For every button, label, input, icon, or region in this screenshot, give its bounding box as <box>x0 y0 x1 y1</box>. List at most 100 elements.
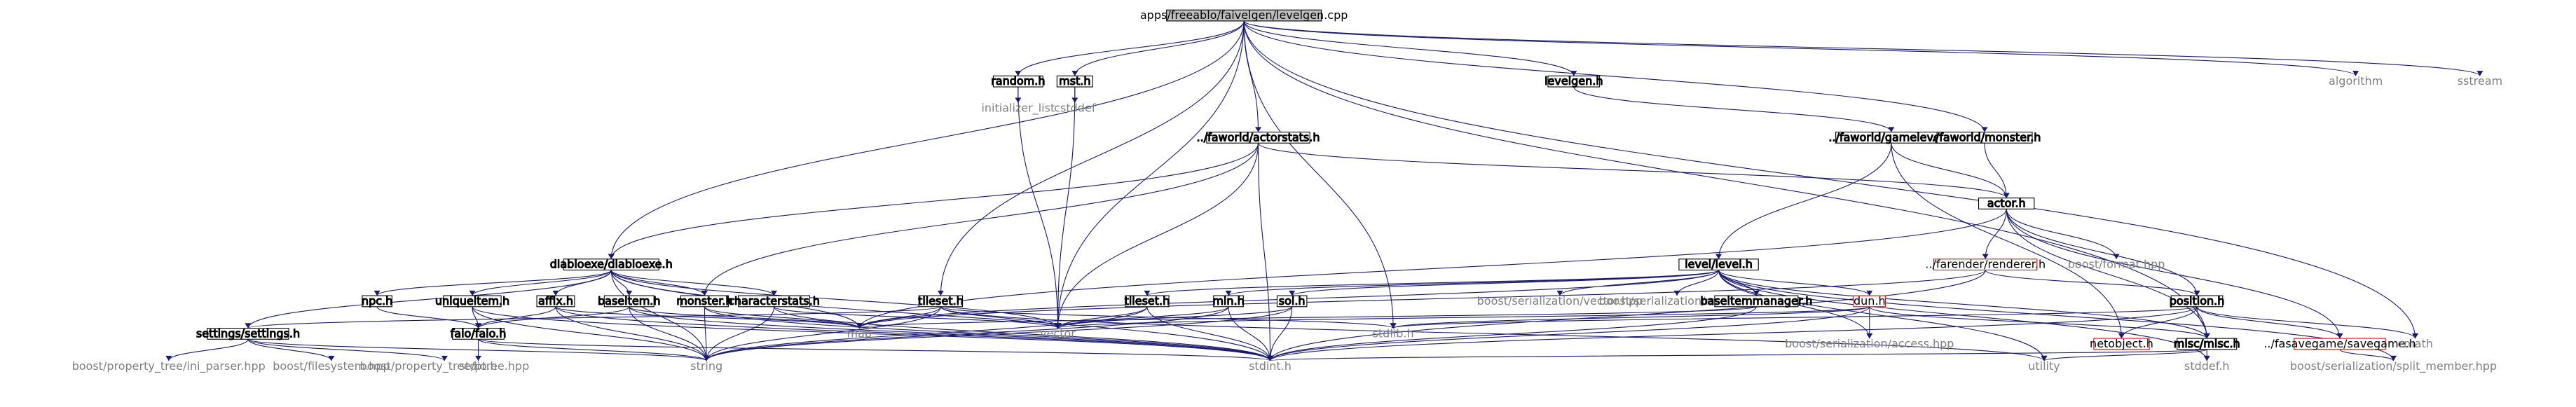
node-box <box>563 258 659 271</box>
node-box <box>1678 258 1759 271</box>
node-baseitem-h[interactable]: baseitem.h <box>597 294 661 308</box>
node-map: map <box>847 326 872 340</box>
node-faworld-monster-h[interactable]: ../faworld/monster.h <box>1928 130 2041 144</box>
node-stdlib-h: stdlib.h <box>1373 326 1414 340</box>
arrowhead-root-to-tileset-h1 <box>937 290 944 296</box>
node-farender-renderer-h[interactable]: ../farender/renderer.h <box>1925 258 2046 271</box>
edge-tileset-h1-to-utility <box>940 306 2045 361</box>
node-characterstats-h[interactable]: characterstats.h <box>728 294 821 308</box>
edge-baseitemmgr-h-to-map <box>858 306 1757 329</box>
node-sol-h[interactable]: sol.h <box>1276 294 1308 308</box>
arrowhead-level-h-to-ser-map <box>1673 290 1680 296</box>
node-box <box>603 295 655 308</box>
node-settings-settings-h[interactable]: settings/settings.h <box>196 326 300 340</box>
node-label: boost/filesystem.hpp <box>273 359 390 373</box>
edge-level-h-to-misc-h <box>1718 270 2207 339</box>
node-box <box>1936 131 2033 144</box>
edge-root-to-misc-h <box>1243 20 2207 339</box>
edge-faio-h-to-stdint-h <box>477 338 1271 361</box>
node-misc-misc-h[interactable]: misc/misc.h <box>2173 336 2240 350</box>
node-baseitemmanager-h[interactable]: baseitemmanager.h <box>1700 294 1813 308</box>
node-apps-freeablo-faivelgen-levelgen-cpp[interactable]: apps/freeablo/faivelgen/levelgen.cpp <box>1140 8 1348 22</box>
arrowhead-savegame-h-to-split-member <box>2390 355 2397 361</box>
arrowhead-diabloexe-h-to-baseitem-h <box>626 290 633 296</box>
node-box <box>737 295 811 308</box>
edge-actorstats-h-to-diabloexe-h <box>610 143 1259 259</box>
edge-monster-h-to-map <box>704 306 860 329</box>
edge-dun-h-to-stdint-h <box>1269 306 1870 361</box>
edge-baseitem-h-to-map <box>629 306 860 329</box>
edge-uniqueitem-h-to-string <box>472 306 707 361</box>
node-label: diabloexe/diabloexe.h <box>550 258 673 271</box>
edge-min-h-to-string <box>706 306 1229 361</box>
node-random-h[interactable]: random.h <box>991 74 1046 88</box>
node-label: characterstats.h <box>728 294 820 308</box>
node-uniqueitem-h[interactable]: uniqueitem.h <box>434 294 509 308</box>
arrowhead-faio-h-to-string <box>703 355 710 361</box>
node-label: misc/misc.h <box>2174 337 2240 350</box>
node-diabloexe-diabloexe-h[interactable]: diabloexe/diabloexe.h <box>549 257 673 271</box>
node-dun-h[interactable]: dun.h <box>1853 294 1886 308</box>
node-box <box>2093 338 2150 350</box>
arrowhead-root-to-random-h <box>1015 71 1022 76</box>
node-label: mst.h <box>1059 74 1090 88</box>
node-label: netobject.h <box>2090 337 2153 350</box>
node-fasavegame-savegame-h[interactable]: ../fasavegame/savegame.h <box>2263 337 2416 350</box>
node-faworld-actorstats-h[interactable]: ../faworld/actorstats.h <box>1196 130 1320 144</box>
node-faworld-gamelevel-h[interactable]: ../faworld/gamelevel.h <box>1828 130 1954 144</box>
arrowhead-misc-h-to-stddef-h <box>2203 355 2210 361</box>
arrowhead-level-h-to-sol-h <box>1289 290 1296 296</box>
arrowhead-root-to-algorithm <box>2352 71 2359 76</box>
arrowhead-baseitemmgr-h-to-map <box>856 323 863 329</box>
edge-actor-h-to-misc-h <box>2006 209 2207 339</box>
edge-level-h-to-min-h <box>1228 269 1720 296</box>
edge-renderer-h-to-position-h <box>1985 269 2198 296</box>
node-label: sol.h <box>1279 294 1306 308</box>
edge-diabloexe-h-to-charstats-h <box>610 269 775 296</box>
node-min-h[interactable]: min.h <box>1212 294 1245 308</box>
edge-actor-h-to-boost-format <box>2006 209 2117 259</box>
edge-dun-h-to-vector <box>1057 306 1870 329</box>
arrowhead-settings-h-to-ini-parser <box>165 355 172 361</box>
node-levelgen-h[interactable]: levelgen.h <box>1544 74 1604 88</box>
node-mst-h[interactable]: mst.h <box>1056 74 1093 88</box>
arrowhead-root-to-sstream <box>2476 71 2483 76</box>
node-netobject-h[interactable]: netobject.h <box>2090 337 2153 350</box>
node-boost-serialization-vector-hpp: boost/serialization/vector.hpp <box>1477 294 1643 308</box>
node-cmath: cmath <box>2397 337 2433 350</box>
node-label: boost/property_tree/ptree.hpp <box>360 359 530 373</box>
edge-settings-h-to-ini-parser <box>168 339 249 361</box>
node-label: tileset.h <box>1125 294 1170 308</box>
node-faio-faio-h[interactable]: faio/faio.h <box>450 326 507 340</box>
node-level-level-h[interactable]: level/level.h <box>1678 257 1759 271</box>
node-npc-h[interactable]: npc.h <box>361 294 392 308</box>
edge-diabloexe-h-to-stdint-h <box>610 270 1271 361</box>
arrowhead-diabloexe-h-to-uniqueitem-h <box>469 290 476 296</box>
node-box <box>2170 295 2224 308</box>
node-monster-h[interactable]: monster.h <box>676 294 733 308</box>
node-box <box>1206 131 1310 144</box>
arrowhead-baseitem-h-to-faio-h <box>475 323 482 329</box>
node-box <box>2294 338 2386 350</box>
node-label: uniqueitem.h <box>435 294 509 308</box>
node-box <box>536 295 575 308</box>
edge-level-h-to-sol-h <box>1292 269 1720 296</box>
node-label: cstddef <box>1054 102 1096 115</box>
edges-layer <box>165 20 2483 361</box>
edge-faio-h-to-string <box>477 338 707 361</box>
node-tileset-h[interactable]: tileset.h <box>1124 294 1170 308</box>
node-position-h[interactable]: position.h <box>2169 294 2225 308</box>
node-tileset-h[interactable]: tileset.h <box>917 294 964 308</box>
node-box <box>1125 295 1170 308</box>
node-label: ../fasavegame/savegame.h <box>2263 337 2416 350</box>
node-label: monster.h <box>676 294 732 308</box>
arrowhead-position-h-to-misc-h <box>2203 333 2210 339</box>
node-utility: utility <box>2028 359 2060 373</box>
edge-affix-h-to-string <box>555 306 707 361</box>
node-label: level/level.h <box>1685 258 1753 271</box>
node-actor-h[interactable]: actor.h <box>1978 196 2035 210</box>
node-affix-h[interactable]: affix.h <box>536 294 575 308</box>
node-stddef-h: stddef.h <box>2184 359 2229 373</box>
node-label: position.h <box>2170 294 2225 308</box>
arrowhead-root-to-fw-monster-h <box>1981 127 1988 132</box>
